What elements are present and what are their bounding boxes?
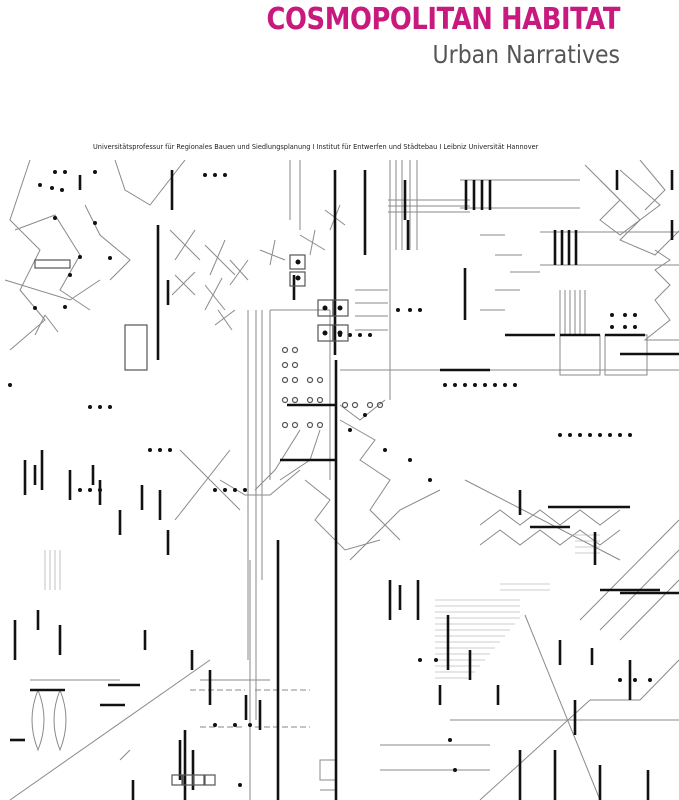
cover-illustration [0, 160, 679, 800]
institution-line: Universitätsprofessur für Regionales Bau… [93, 142, 539, 151]
book-subtitle: Urban Narratives [432, 40, 620, 69]
line-drawing-icon [4, 160, 679, 800]
book-title: COSMOPOLITAN HABITAT [266, 2, 621, 37]
